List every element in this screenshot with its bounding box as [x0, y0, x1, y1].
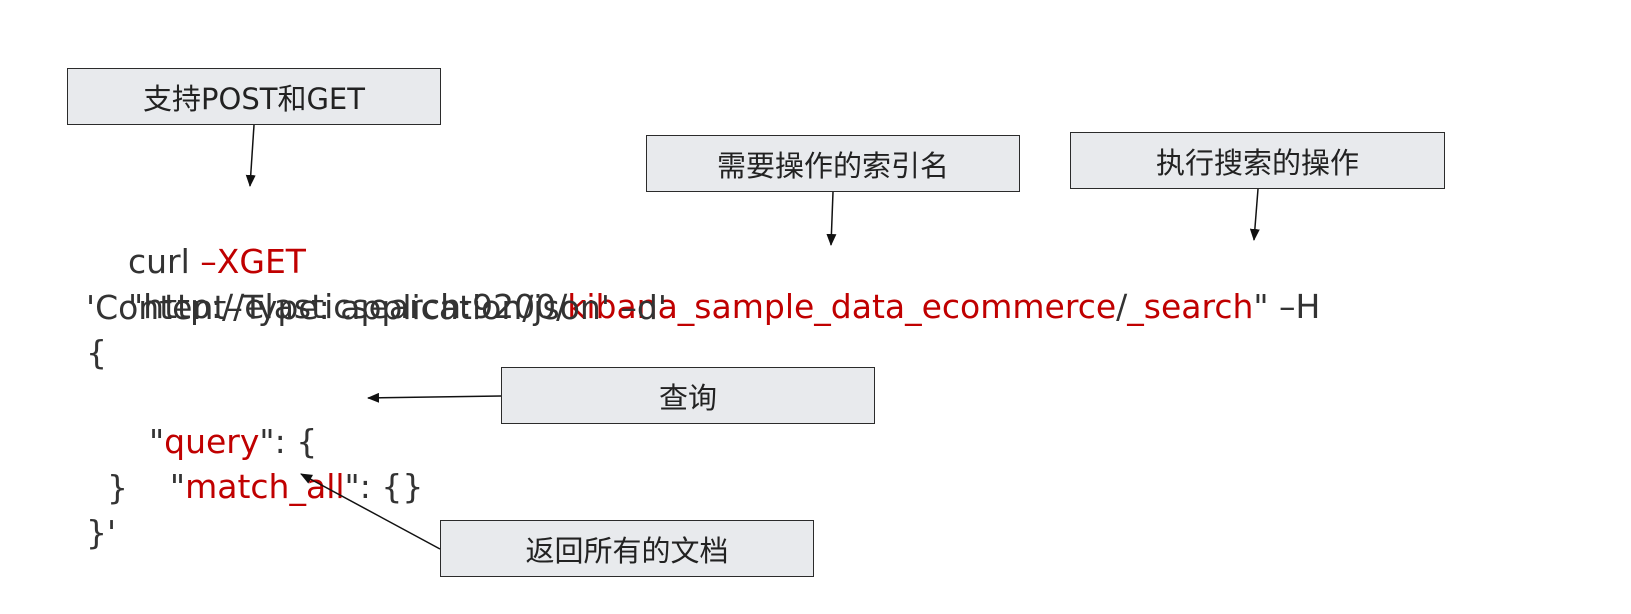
curl-cmd: curl: [127, 242, 201, 281]
arrow-query: [367, 392, 502, 403]
arrow-method: [245, 124, 256, 187]
code-line-4: {: [86, 333, 107, 372]
query-indent: ": [127, 422, 165, 461]
search-endpoint: _search: [1127, 287, 1254, 326]
callout-query: 查询: [501, 367, 875, 424]
callout-method: 支持POST和GET: [67, 68, 441, 125]
query-rest: ": {: [259, 422, 318, 461]
code-line-5: "query": {: [86, 376, 317, 461]
url-suffix: " –H: [1253, 287, 1321, 326]
callout-index: 需要操作的索引名: [646, 135, 1020, 192]
curl-command: curl –XGET "http://elasticsearch:9200/ki…: [86, 0, 1320, 552]
index-name: kibana_sample_data_ecommerce: [567, 287, 1117, 326]
code-line-6: "match_all": {}: [86, 421, 423, 506]
method-flag: –XGET: [200, 242, 306, 281]
code-line-7: }: [86, 468, 128, 507]
arrow-index: [826, 191, 837, 246]
query-key: query: [164, 422, 260, 461]
match-all-key: match_all: [185, 467, 345, 506]
callout-search-op: 执行搜索的操作: [1070, 132, 1445, 189]
match-all-indent: ": [127, 467, 186, 506]
url-slash: /: [1116, 287, 1128, 326]
match-all-rest: ": {}: [344, 467, 424, 506]
callout-match-all: 返回所有的文档: [440, 520, 814, 577]
code-line-8: }': [86, 513, 117, 552]
code-line-1: curl –XGET: [86, 196, 306, 281]
arrow-search-op: [1249, 188, 1260, 241]
code-line-3: 'Content–Type: application/json' –d': [86, 288, 667, 327]
url-prefix: "http://elasticsearch:9200/: [127, 287, 568, 326]
code-line-2: "http://elasticsearch:9200/kibana_sample…: [86, 241, 1320, 326]
